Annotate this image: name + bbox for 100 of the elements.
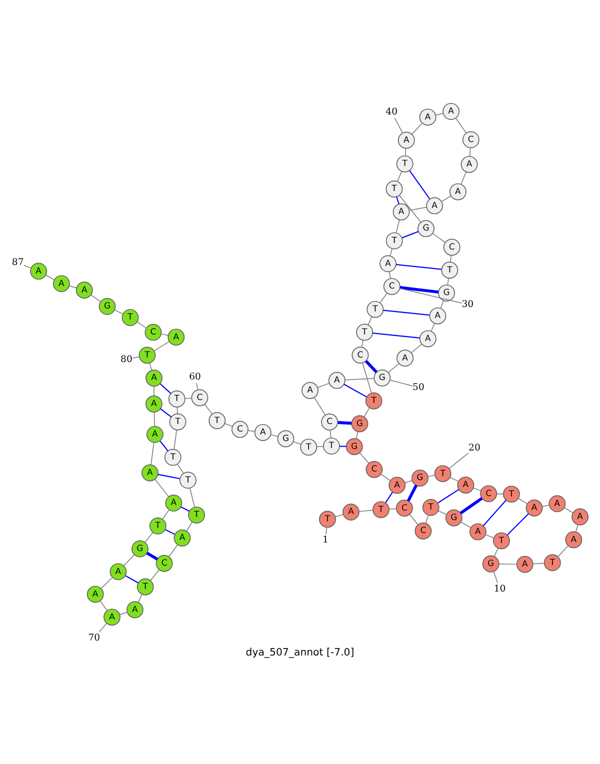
connector [154,411,156,426]
connector [344,383,367,397]
node-circle: A [526,499,543,516]
connector [204,403,213,414]
node-circle: G [438,284,455,301]
node-circle: A [110,562,127,580]
connector [396,263,442,270]
connector [335,514,344,517]
connector [150,442,154,465]
connector [402,230,419,238]
node-circle: T [372,500,390,518]
connector [293,440,302,444]
connector [124,554,135,566]
node-circle: T [180,471,196,488]
connector [186,521,193,531]
connector [518,497,528,504]
node-circle: T [149,516,166,534]
connector [428,474,436,476]
connector [190,487,195,507]
connector [388,508,397,510]
node-circle: C [321,413,338,430]
node-circle: A [146,425,164,442]
connector [132,356,140,358]
connector [425,514,429,524]
node-circle: C [352,346,369,364]
node-circle: G [351,414,368,432]
connector [317,382,330,388]
node-circle: A [442,102,460,120]
node-circle: T [136,578,154,595]
connector [168,544,178,556]
node-circle: A [328,371,346,388]
node-circle: T [493,532,510,549]
connector [450,476,459,482]
node-circle: T [138,346,156,364]
connector [160,333,169,336]
node-circle: C [156,554,173,572]
connector [441,195,452,202]
connector [162,508,170,520]
node-text: 50 [412,381,424,392]
connector [469,146,471,156]
connector [397,170,402,182]
node-circle: G [412,469,428,486]
connector [411,122,423,134]
node-text: 60 [189,370,201,382]
node-circle: C [443,238,460,256]
connector [380,473,391,481]
connector [184,397,192,398]
connector [69,285,78,288]
node-circle: C [144,323,162,340]
connector [483,499,506,526]
connector [270,434,278,436]
connector [390,248,393,256]
node-circle: A [460,155,478,172]
connector [160,440,168,451]
connector [144,532,154,542]
connector [506,513,529,535]
node-circle: T [188,506,206,523]
connector [154,478,170,497]
node-circle: A [426,196,443,214]
node-circle: A [548,494,566,512]
connector [248,430,256,432]
connector [45,274,55,280]
node-circle: A [254,424,272,440]
connector [460,171,466,184]
node-circle: A [380,254,396,272]
node-circle: A [429,306,446,324]
connector [496,492,504,494]
connector [396,219,400,233]
node-text: 30 [462,298,474,310]
connector [408,206,427,210]
connector [432,232,446,242]
node-circle: T [386,180,403,197]
node-circle: C [366,460,383,478]
node-circle: T [544,554,561,571]
connector [438,510,447,514]
node-circle: C [396,499,413,516]
connector [404,480,413,483]
connector [430,322,435,332]
node-text: 40 [386,106,398,117]
node-circle: A [126,600,144,618]
node-text: 10 [494,582,506,594]
node-circle: A [396,349,414,366]
connector [564,506,574,513]
connector [576,524,578,532]
connector [160,408,172,417]
node-circle: T [168,390,186,407]
node-circle: A [398,131,415,148]
node-circle: T [386,232,403,249]
node-circle: G [346,438,363,455]
connector [362,362,372,393]
connector [361,340,364,348]
connector [455,117,467,133]
node-circle: A [146,369,162,386]
connector [396,196,400,204]
node-circle: G [277,430,294,447]
connector [411,343,422,353]
connector [532,562,545,564]
connector [450,254,452,262]
connector [383,309,430,316]
connector [558,544,569,557]
